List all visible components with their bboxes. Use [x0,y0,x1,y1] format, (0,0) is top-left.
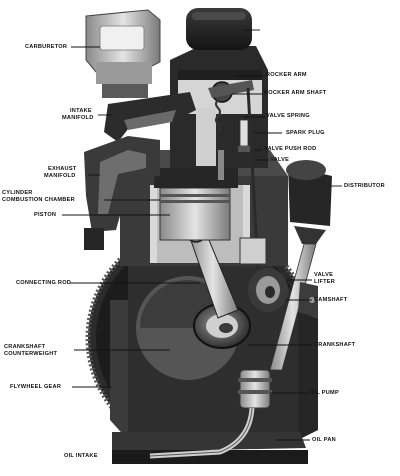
label-camshaft: CAMSHAFT [314,297,348,303]
label-oil-intake: OIL INTAKE [64,453,98,459]
label-intake-manifold: INTAKE MANIFOLD [62,108,94,121]
label-valve: VALVE [270,157,290,163]
label-connecting-rod: CONNECTING ROD [16,280,72,286]
label-oil-pan: OIL PAN [312,437,336,443]
oil-intake-pipe [149,407,255,459]
spark-plug [238,119,250,152]
label-spark-plug: SPARK PLUG [286,130,325,136]
label-counterweight-line1: CRANKSHAFT [4,344,46,350]
intake-manifold [104,92,196,142]
label-counterweight-line2: COUNTERWEIGHT [4,350,58,357]
piston [154,168,238,241]
label-intake-manifold-line2: MANIFOLD [62,114,94,121]
camshaft [239,237,288,312]
label-crankshaft: CRANKSHAFT [314,342,356,348]
label-rocker-arm: ROCKER ARM [266,72,307,78]
label-valve-lifter-line2: LIFTER [314,278,336,285]
label-carburetor: CARBURETOR [25,44,68,50]
oil-filler-cap [186,8,252,50]
label-distributor: DISTRIBUTOR [344,183,385,189]
label-valve-push-rod: VALVE PUSH ROD [264,146,317,152]
label-exhaust-manifold: EXHAUST MANIFOLD [44,166,76,179]
oil-pan [112,432,308,464]
label-flywheel-gear: FLYWHEEL GEAR [10,384,62,390]
label-crankshaft-counterweight: CRANKSHAFT COUNTERWEIGHT [4,344,57,357]
oil-pump [238,369,272,409]
label-piston: PISTON [34,212,57,218]
label-cylinder-line2: COMBUSTION CHAMBER [2,196,75,203]
distributor [269,160,332,371]
crankshaft [193,303,251,349]
label-oil-pump: OIL PUMP [310,390,339,396]
exhaust-manifold [84,136,160,250]
label-valve-lifter: VALVE LIFTER [314,272,335,285]
label-valve-spring: VALVE SPRING [266,113,310,119]
carburetor [85,9,161,98]
label-rocker-arm-shaft: ROCKER ARM SHAFT [264,90,327,96]
label-exhaust-manifold-line1: EXHAUST [48,166,77,172]
leader-lines [62,29,342,457]
label-exhaust-manifold-line2: MANIFOLD [44,172,76,179]
label-valve-lifter-line1: VALVE [314,272,334,278]
label-cylinder-line1: CYLINDER [2,190,33,196]
label-intake-manifold-line1: INTAKE [70,108,92,114]
label-cylinder-combustion-chamber: CYLINDER COMBUSTION CHAMBER [2,190,75,203]
